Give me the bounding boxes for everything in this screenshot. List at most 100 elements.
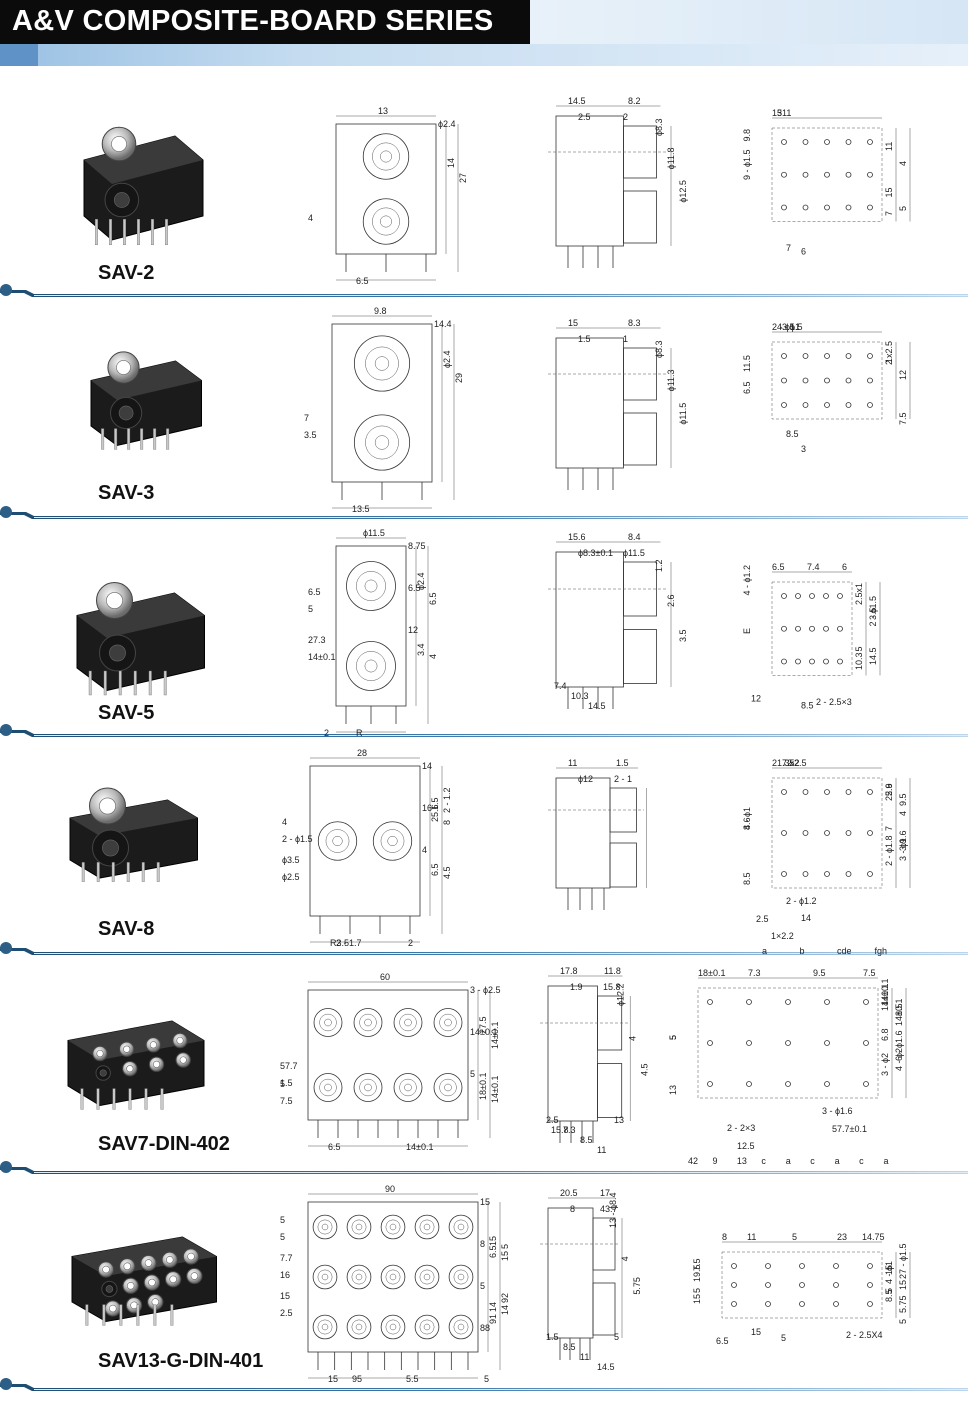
dimension-label: 13 (378, 106, 388, 116)
dimension-label: 15 (692, 1294, 702, 1304)
dimension-label: 3 (801, 444, 806, 454)
dimension-label: ϕ11.5 (623, 548, 645, 558)
dimension-label: 16 (422, 803, 432, 813)
dimension-label: 8.5 (742, 872, 752, 885)
divider-dot (0, 942, 12, 954)
dimension-label: 2.6 (666, 594, 676, 607)
dimension-label: 7 (786, 243, 791, 253)
dimension-label: E (742, 628, 752, 634)
dimension-label: 2 (623, 112, 628, 122)
dimension-label: 11 (568, 758, 577, 768)
dimension-label: 3.5 (782, 322, 795, 332)
dimension-label: 1.5 (578, 334, 591, 344)
dimension-label: 14.5 (588, 701, 606, 711)
dimension-label: 13 - ϕ8.4 (608, 1192, 618, 1228)
dimension-label: 7.5 (863, 968, 876, 978)
pin-label: a (786, 1156, 791, 1166)
dimension-label: 4.5 (640, 1063, 650, 1076)
dimension-label: 9.8 (374, 306, 387, 316)
dimension-label: 6.8 (880, 1028, 890, 1041)
dimension-label: 1×2.2 (771, 931, 794, 941)
dimension-label: ϕ11.5 (363, 528, 385, 538)
dimension-label: ϕ8.3 (654, 118, 664, 136)
dimension-label: 11 (597, 1145, 606, 1155)
dimension-label: 3.4 (416, 643, 426, 656)
dimension-label: 14 (500, 1305, 510, 1315)
dimension-label: 15 (568, 318, 578, 328)
dimension-label: 27.5 (478, 1016, 488, 1034)
dimension-label: ϕ11.3 (666, 369, 676, 391)
dimension-label: 6 (801, 247, 806, 257)
dimension-label: 2 (324, 728, 329, 738)
dimension-label: 7 (884, 211, 894, 216)
dimension-label: 8.6 (742, 817, 752, 830)
dimension-label: 27 (458, 173, 468, 183)
dimension-label: 15 (772, 108, 782, 118)
dimension-label: 11.5 (742, 355, 752, 372)
dimension-label: 13.5 (352, 504, 370, 514)
product-photo (76, 582, 205, 696)
dimension-label: 5 (280, 1079, 285, 1089)
dimension-label: 14.4 (434, 319, 452, 329)
dimension-label: 15 (500, 1251, 510, 1261)
dimension-label: 8.4 (628, 532, 641, 542)
dimension-label: 4 (282, 817, 287, 827)
dimension-label: 15 (884, 1265, 894, 1275)
dimension-label: 2 (884, 360, 894, 365)
dimension-label: ϕ2.4 (416, 572, 426, 590)
dimension-label: 57.7±0.1 (832, 1124, 867, 1134)
dimension-label: 14±0.1 (490, 1076, 500, 1103)
dimension-label: ϕ2.4 (438, 119, 456, 129)
product-photo (90, 351, 202, 450)
dimension-label: 27 - ϕ1.5 (898, 1243, 908, 1279)
dimension-label: 57.7 (280, 1061, 298, 1071)
header-blue-tab (0, 44, 38, 66)
product-photo (67, 1020, 205, 1110)
dimension-label: 14±0.1 (490, 1022, 500, 1049)
section-divider (0, 1377, 968, 1391)
dimension-label: 1.2 (654, 559, 664, 572)
dimension-label: 8.5 (580, 1135, 593, 1145)
dimension-label: 13 (614, 1115, 624, 1125)
dimension-label: 5 (500, 1244, 510, 1249)
dimension-label: 12.5 (737, 1141, 755, 1151)
dimension-label: 11 (884, 142, 894, 151)
dimension-label: 4 - ϕ1.2 (742, 565, 752, 596)
dimension-label: 7.3 (748, 968, 761, 978)
dimension-label: 2 (772, 758, 777, 768)
dimension-label: 4.5 (442, 866, 452, 879)
dimension-label: 1.5 (430, 797, 440, 810)
dimension-label: 1 (623, 334, 628, 344)
dimension-label: 14±0.1 (470, 1027, 497, 1037)
dimension-label: 8.5 (884, 1289, 894, 1302)
dimension-label: 5 (470, 1069, 475, 1079)
dimension-label: 9.8 (742, 129, 752, 142)
dimension-label: 8.5 (563, 1342, 576, 1352)
dimension-label: 7.4 (554, 681, 567, 691)
dimension-label: 6.5 (488, 1245, 498, 1258)
dimension-label: 9.5 (813, 968, 826, 978)
dimension-label: 3.5 (868, 607, 878, 620)
dimension-label: 27.3 (308, 635, 326, 645)
dimension-label: 5 (614, 1332, 619, 1342)
dimension-label: 14 (488, 1302, 498, 1312)
dimension-label: 4 (422, 845, 427, 855)
dimension-label: 6.5 (772, 562, 785, 572)
dimension-label: 14±0.1 (880, 984, 890, 1011)
dimension-label: 5 (668, 1035, 678, 1040)
divider-dot (0, 1161, 12, 1173)
dimension-label: 1x2.5 (884, 341, 894, 363)
dimension-label: 6 (842, 562, 847, 572)
dimension-label: 11 (782, 108, 791, 118)
dimension-label: 5 (898, 206, 908, 211)
dimension-label: 92 (500, 1293, 510, 1303)
dimension-label: 16 (280, 1270, 290, 1280)
dimension-label: 2 - 1.7 (336, 938, 362, 948)
dimension-label: 1.5 (616, 758, 629, 768)
pin-label: a (884, 1156, 889, 1166)
